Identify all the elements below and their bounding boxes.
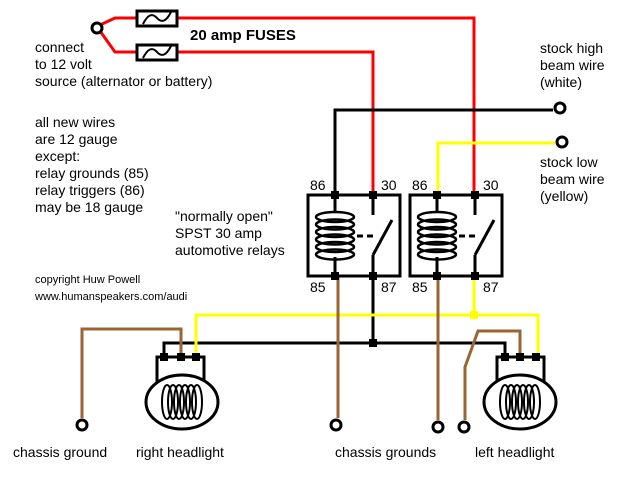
right-headlight-icon xyxy=(144,353,220,431)
fuse xyxy=(135,9,179,28)
relay-pin xyxy=(369,191,377,199)
fuses-label: 20 amp FUSES xyxy=(190,27,296,44)
relay-note-1: "normally open" xyxy=(175,208,273,224)
power-wire-1 xyxy=(99,16,136,27)
left-headlight-label: left headlight xyxy=(475,444,555,460)
ground-terminal xyxy=(431,420,445,434)
left-headlight-icon xyxy=(482,353,558,431)
headlight-pin xyxy=(177,353,185,361)
headlight-pin xyxy=(516,353,524,361)
url: www.humanspeakers.com/audi xyxy=(35,291,188,303)
right-headlight-label: right headlight xyxy=(136,444,224,460)
low-beam-label-3: (yellow) xyxy=(540,188,589,204)
source-label-1: connect xyxy=(35,39,85,55)
relay2-pin86: 86 xyxy=(412,177,428,193)
low-beam-trigger-wire xyxy=(436,141,555,192)
relay1-pin30: 30 xyxy=(381,177,397,193)
source-terminal xyxy=(90,21,104,35)
headlight-pin xyxy=(532,353,540,361)
low-beam-label-1: stock low xyxy=(540,154,598,170)
wire-note-2: are 12 gauge xyxy=(35,131,118,147)
wire-note-6: may be 18 gauge xyxy=(35,199,144,215)
relay-1 xyxy=(306,191,402,280)
relay-pin xyxy=(369,272,377,280)
chassis-ground-label: chassis ground xyxy=(13,444,108,460)
high-beam-trigger-wire xyxy=(333,108,553,192)
relay2-pin30: 30 xyxy=(483,177,499,193)
junction xyxy=(470,311,478,319)
relay2-pin87: 87 xyxy=(483,279,499,295)
ground-terminal xyxy=(75,418,89,432)
right-headlight-ground-wire xyxy=(80,327,183,418)
relay-note-2: SPST 30 amp xyxy=(175,225,262,241)
wire-note-4: relay grounds (85) xyxy=(35,165,149,181)
relay-note-3: automotive relays xyxy=(175,242,285,258)
high-beam-bus xyxy=(162,341,507,357)
low-beam-label-2: beam wire xyxy=(540,171,605,187)
relay-pin xyxy=(331,272,339,280)
low-beam-bus xyxy=(194,313,540,357)
copyright: copyright Huw Powell xyxy=(35,274,141,286)
relay2-pin85: 85 xyxy=(412,279,428,295)
relay-pin xyxy=(433,191,441,199)
power-wire-2 xyxy=(98,30,136,54)
headlight-pin xyxy=(192,353,200,361)
relay-pin xyxy=(471,191,479,199)
relay-pin xyxy=(471,272,479,280)
ground-terminal xyxy=(329,418,343,432)
low-beam-terminal xyxy=(555,135,569,149)
high-beam-label-2: beam wire xyxy=(540,57,605,73)
headlight-pin xyxy=(160,353,168,361)
headlight-pin xyxy=(501,353,509,361)
high-beam-label-3: (white) xyxy=(540,74,583,90)
power-wire-1b xyxy=(178,16,476,192)
wire-note-5: relay triggers (86) xyxy=(35,182,145,198)
switch-contact-icon xyxy=(473,219,496,256)
fuse xyxy=(135,43,179,62)
relay1-pin87: 87 xyxy=(381,279,397,295)
left-headlight-ground-wire xyxy=(463,329,522,420)
source-label-2: to 12 volt xyxy=(35,56,92,72)
high-beam-label-1: stock high xyxy=(540,40,604,56)
ground-terminal xyxy=(457,420,471,434)
relay1-pin86: 86 xyxy=(310,177,326,193)
relay-pin xyxy=(433,272,441,280)
source-label-3: source (alternator or battery) xyxy=(35,73,213,89)
relay1-pin85: 85 xyxy=(310,279,326,295)
relay-2 xyxy=(408,191,504,280)
chassis-grounds-label: chassis grounds xyxy=(335,444,437,460)
switch-contact-icon xyxy=(371,219,394,256)
junction xyxy=(369,339,377,347)
relay-pin xyxy=(331,191,339,199)
relay-coil-icon xyxy=(314,210,356,261)
wire-note-1: all new wires xyxy=(35,114,116,130)
high-beam-terminal xyxy=(553,101,567,115)
power-wire-2b xyxy=(178,50,375,192)
relay-coil-icon xyxy=(416,210,458,261)
wire-note-3: except: xyxy=(35,148,81,164)
